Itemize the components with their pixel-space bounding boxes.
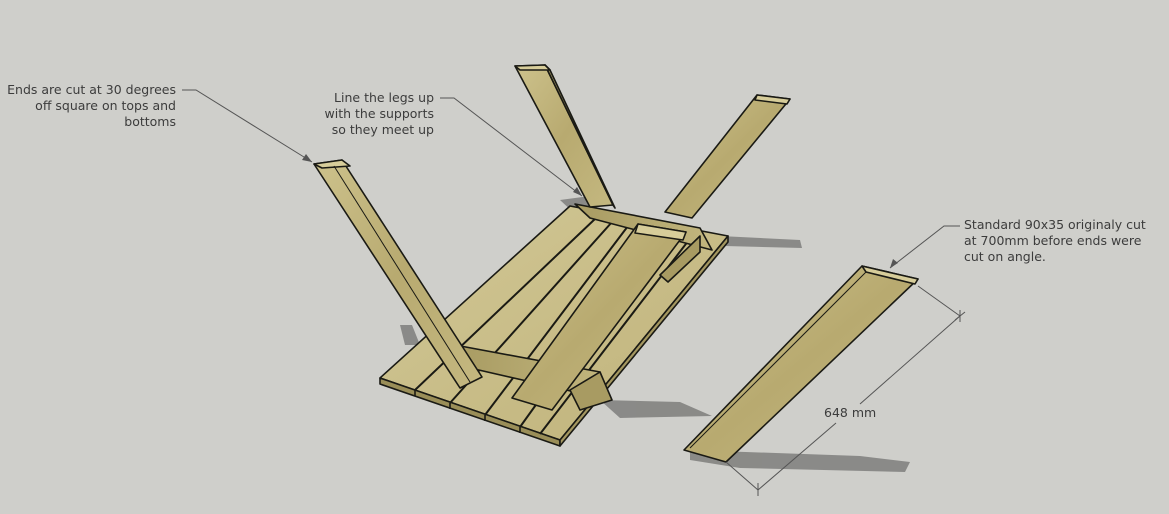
dimension-label: 648 mm bbox=[822, 405, 879, 420]
annotation-line-legs: Line the legs up with the supports so th… bbox=[324, 90, 435, 137]
annotation-ends-cut: Ends are cut at 30 degrees off square on… bbox=[7, 82, 176, 129]
leg-front-left bbox=[313, 159, 483, 389]
leader-lines bbox=[182, 89, 960, 269]
leg-back-right bbox=[664, 94, 791, 219]
loose-leg-board bbox=[683, 265, 919, 463]
leg-back-left bbox=[514, 64, 616, 209]
dimension-648 bbox=[725, 285, 966, 496]
annotation-standard-board: Standard 90x35 originaly cut at 700mm be… bbox=[964, 217, 1146, 264]
leg-front-right bbox=[511, 223, 701, 411]
